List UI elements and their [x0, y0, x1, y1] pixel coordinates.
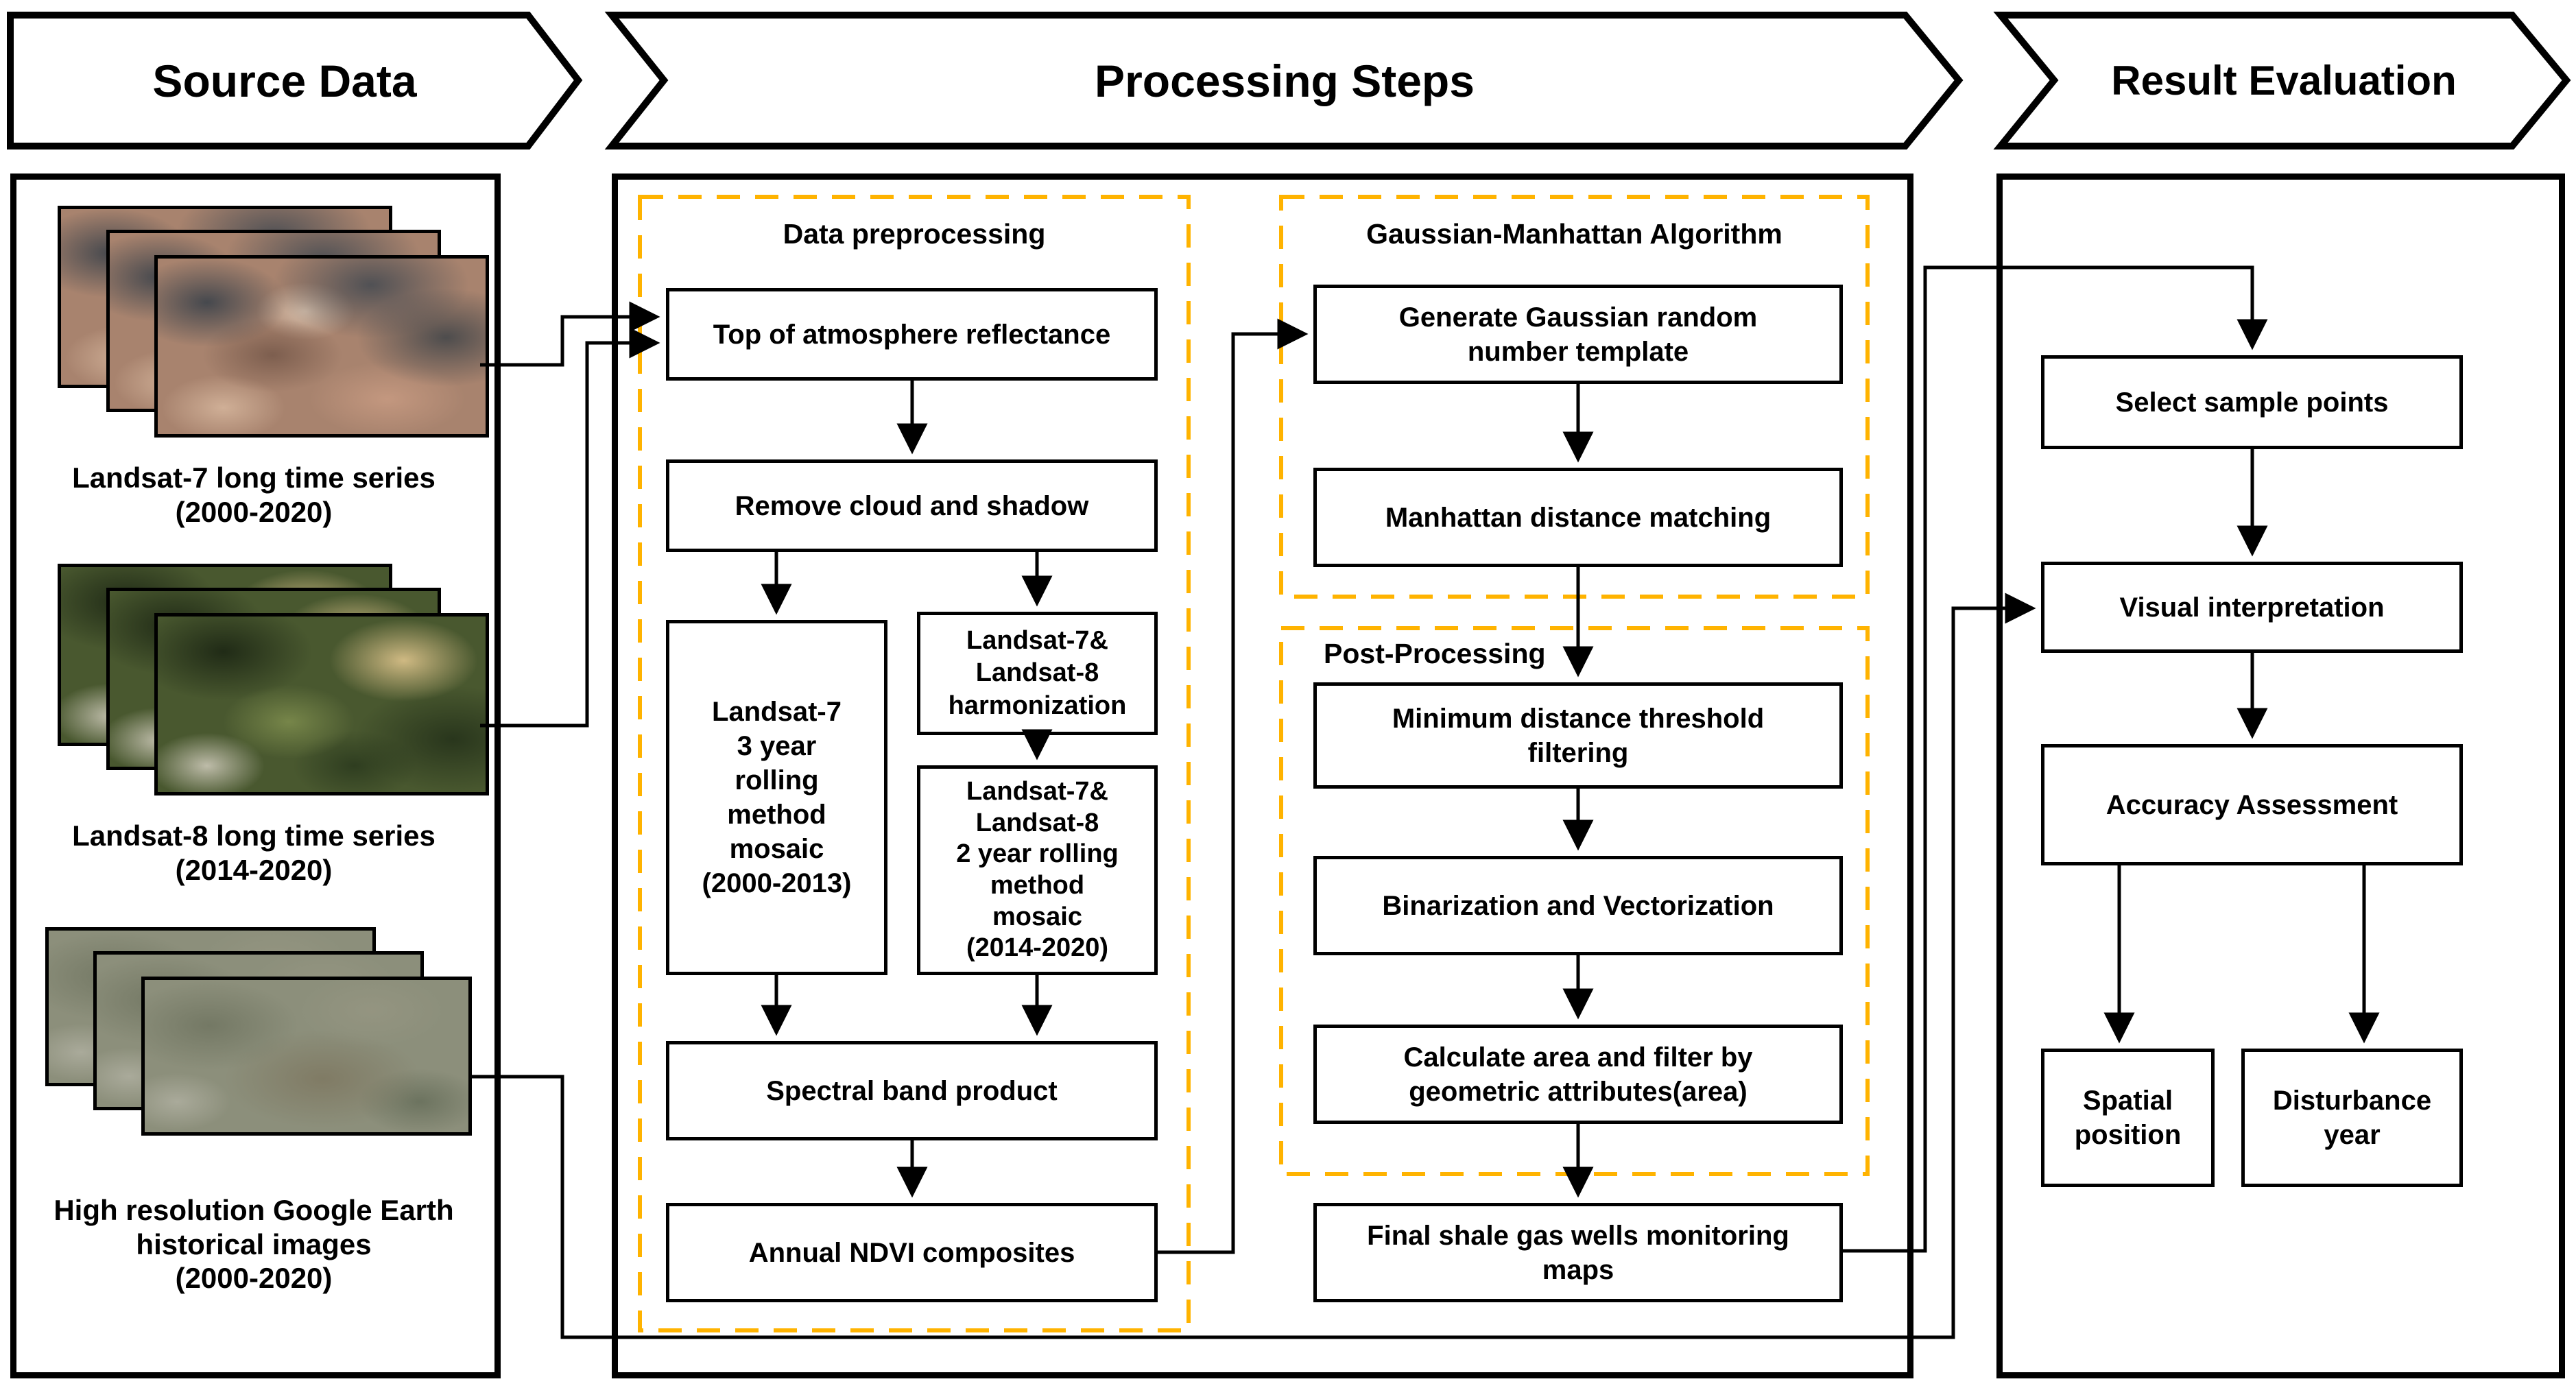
- box-manhattan-distance-matching: Manhattan distance matching: [1313, 468, 1843, 567]
- banner-source-data-label: Source Data: [152, 55, 417, 106]
- box-select-sample-points: Select sample points: [2041, 355, 2463, 449]
- landsat7-caption: Landsat-7 long time series (2000-2020): [72, 462, 436, 528]
- box-two-year-mosaic: Landsat-7& Landsat-8 2 year rolling meth…: [917, 765, 1158, 975]
- box-calculate-area-filter: Calculate area and filter by geometric a…: [1313, 1025, 1843, 1124]
- landsat8-caption: Landsat-8 long time series (2014-2020): [72, 819, 436, 886]
- google-earth-caption: High resolution Google Earth historical …: [53, 1194, 454, 1295]
- banner-processing-steps-label: Processing Steps: [1095, 55, 1475, 106]
- box-top-of-atmosphere: Top of atmosphere reflectance: [666, 288, 1158, 381]
- box-spatial-position: Spatial position: [2041, 1049, 2215, 1187]
- data-preprocessing-title: Data preprocessing: [783, 218, 1046, 250]
- box-visual-interpretation: Visual interpretation: [2041, 562, 2463, 653]
- landsat8-image-front: [154, 613, 489, 795]
- box-harmonization: Landsat-7& Landsat-8 harmonization: [917, 612, 1158, 735]
- box-binarization-vectorization: Binarization and Vectorization: [1313, 856, 1843, 955]
- box-remove-cloud-shadow: Remove cloud and shadow: [666, 459, 1158, 552]
- box-final-monitoring-maps: Final shale gas wells monitoring maps: [1313, 1203, 1843, 1302]
- post-processing-title: Post-Processing: [1324, 638, 1546, 669]
- gaussian-manhattan-title: Gaussian-Manhattan Algorithm: [1366, 218, 1782, 250]
- box-minimum-distance-filtering: Minimum distance threshold filtering: [1313, 682, 1843, 789]
- landsat7-image-front: [154, 255, 489, 438]
- box-disturbance-year: Disturbance year: [2241, 1049, 2463, 1187]
- box-landsat7-mosaic: Landsat-7 3 year rolling method mosaic (…: [666, 620, 887, 975]
- box-accuracy-assessment: Accuracy Assessment: [2041, 744, 2463, 865]
- google-earth-image-front: [141, 977, 472, 1136]
- box-spectral-band-product: Spectral band product: [666, 1041, 1158, 1140]
- box-annual-ndvi-composites: Annual NDVI composites: [666, 1203, 1158, 1302]
- banner-result-evaluation-label: Result Evaluation: [2111, 58, 2457, 104]
- box-generate-gaussian-template: Generate Gaussian random number template: [1313, 285, 1843, 384]
